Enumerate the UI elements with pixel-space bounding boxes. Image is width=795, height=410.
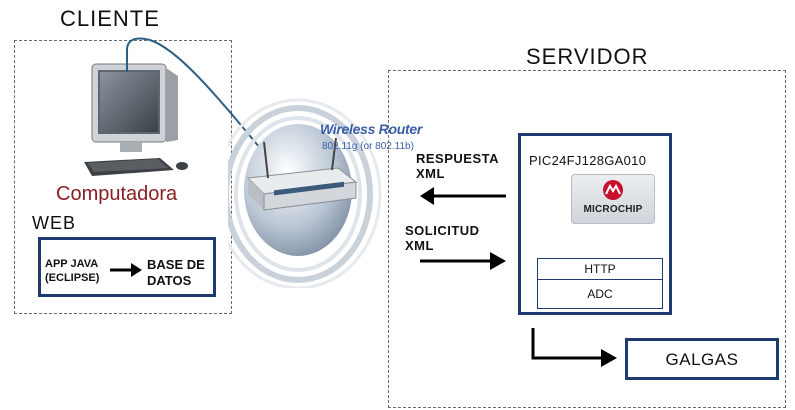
response-arrow-icon [420,187,506,205]
galgas-label: GALGAS [665,350,739,369]
request-arrow-icon [420,252,506,270]
base-de-datos-label: BASE DE DATOS [147,257,205,288]
web-app-box: APP JAVA (ECLIPSE) BASE DE DATOS [38,237,216,297]
http-module: HTTP [537,258,663,280]
microchip-logo: MICROCHIP [571,174,655,224]
servidor-title: SERVIDOR [526,44,649,69]
servidor-boundary [388,70,786,408]
computer-icon [84,63,188,176]
cliente-title: CLIENTE [60,6,160,31]
galgas-box: GALGAS [625,338,779,380]
microchip-symbol-icon [603,180,623,200]
router-name: Wireless Router [320,121,422,137]
pic-chip-label: PIC24FJ128GA010 [529,153,647,168]
computadora-label: Computadora [56,183,178,205]
app-to-db-arrow-icon [110,263,142,277]
http-module-label: HTTP [584,262,616,276]
app-java-label: APP JAVA (ECLIPSE) [45,258,100,284]
cliente-boundary [14,40,232,314]
to-galgas-arrow-icon [531,328,617,367]
respuesta-xml-label: RESPUESTA XML [416,151,499,181]
web-label: WEB [32,213,77,233]
wireless-router-icon [228,98,382,288]
solicitud-xml-label: SOLICITUD XML [405,223,480,253]
microchip-logo-text: MICROCHIP [583,204,643,215]
router-spec: 802.11g (or 802.11b) [322,141,414,152]
adc-module: ADC [537,279,663,309]
adc-module-label: ADC [587,287,613,301]
pic-board: PIC24FJ128GA010 MICROCHIP HTTP ADC [518,133,672,315]
